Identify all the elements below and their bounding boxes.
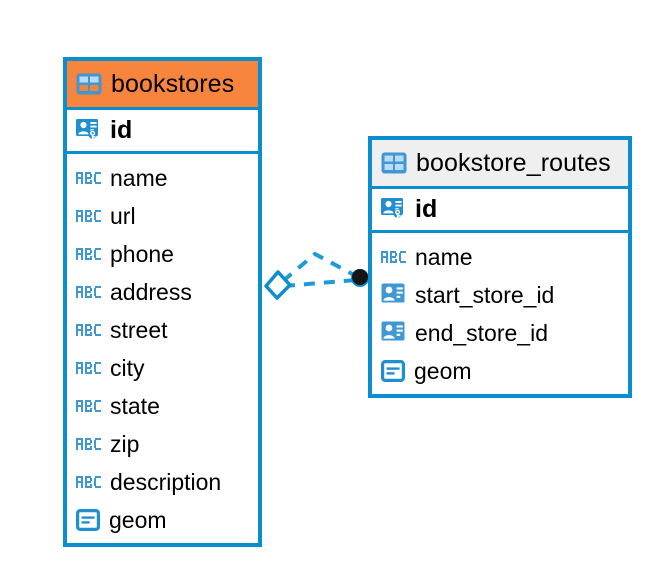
field-row-street[interactable]: street: [67, 311, 258, 349]
field-row-zip[interactable]: zip: [67, 425, 258, 463]
abc-text-icon: [76, 322, 101, 338]
foreign-key-icon: [381, 321, 406, 346]
field-label: name: [415, 243, 473, 270]
abc-text-icon: [76, 284, 101, 300]
field-label: url: [110, 202, 136, 229]
field-label: address: [110, 278, 192, 305]
primary-key-row-bookstores[interactable]: id: [67, 107, 258, 154]
field-label: state: [110, 392, 160, 419]
abc-text-icon: [76, 170, 101, 186]
field-label: end_store_id: [415, 319, 548, 346]
field-label: street: [110, 316, 168, 343]
abc-text-icon: [76, 398, 101, 414]
field-list-bookstores: name u: [67, 154, 258, 543]
abc-text-icon: [381, 249, 406, 265]
primary-key-label: id: [110, 116, 133, 144]
diamond-marker[interactable]: [264, 270, 292, 300]
field-label: geom: [414, 357, 472, 384]
entity-title: bookstores: [111, 69, 235, 98]
field-label: phone: [110, 240, 174, 267]
field-label: description: [110, 468, 222, 495]
relationship-line-end-store[interactable]: [283, 278, 357, 288]
entity-bookstores[interactable]: bookstores: [63, 57, 262, 547]
field-row-address[interactable]: address: [67, 273, 258, 311]
abc-text-icon: [76, 246, 101, 262]
primary-key-row-bookstore-routes[interactable]: id: [372, 186, 628, 233]
field-row-name[interactable]: name: [372, 238, 628, 276]
primary-key-icon: [76, 118, 101, 143]
field-row-url[interactable]: url: [67, 197, 258, 235]
field-label: zip: [110, 430, 140, 457]
foreign-key-icon: [381, 283, 406, 308]
field-row-city[interactable]: city: [67, 349, 258, 387]
abc-text-icon: [76, 474, 101, 490]
table-icon: [381, 152, 407, 174]
abc-text-icon: [76, 208, 101, 224]
geometry-icon: [76, 509, 100, 531]
field-label: city: [110, 354, 145, 381]
field-row-end-store-id[interactable]: end_store_id: [372, 314, 628, 352]
field-row-phone[interactable]: phone: [67, 235, 258, 273]
primary-key-icon: [381, 197, 406, 222]
primary-key-label: id: [415, 195, 438, 223]
field-row-description[interactable]: description: [67, 463, 258, 501]
filled-circle-marker[interactable]: [351, 269, 369, 287]
field-row-name[interactable]: name: [67, 159, 258, 197]
abc-text-icon: [76, 360, 101, 376]
relationship-line-start-store[interactable]: [281, 251, 357, 283]
field-row-geom[interactable]: geom: [372, 352, 628, 390]
field-list-bookstore-routes: name start_store_id: [372, 233, 628, 394]
field-label: geom: [109, 506, 167, 533]
geometry-icon: [381, 360, 405, 382]
table-icon: [76, 73, 102, 95]
field-row-start-store-id[interactable]: start_store_id: [372, 276, 628, 314]
field-row-state[interactable]: state: [67, 387, 258, 425]
field-label: start_store_id: [415, 281, 555, 308]
entity-bookstore-routes[interactable]: bookstore_routes: [368, 136, 632, 398]
field-row-geom[interactable]: geom: [67, 501, 258, 539]
field-label: name: [110, 164, 168, 191]
abc-text-icon: [76, 436, 101, 452]
entity-header-bookstores[interactable]: bookstores: [67, 61, 258, 107]
entity-header-bookstore-routes[interactable]: bookstore_routes: [372, 140, 628, 186]
entity-title: bookstore_routes: [416, 148, 611, 177]
